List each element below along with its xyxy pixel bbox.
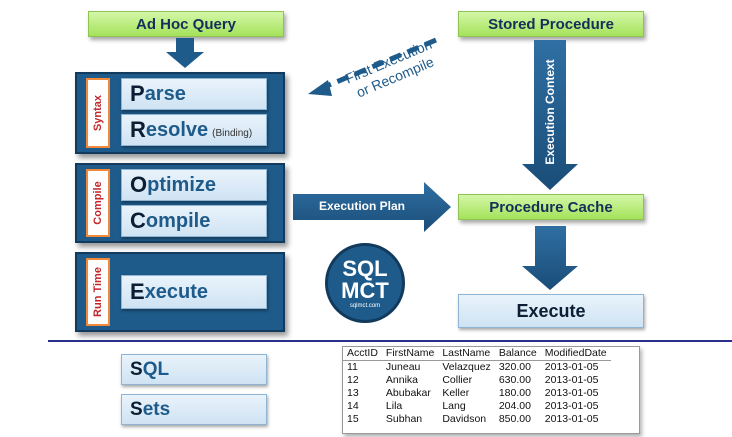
first-execution-dashed-arrow xyxy=(321,37,437,91)
table-cell: 320.00 xyxy=(498,361,531,373)
logo-line2: MCT xyxy=(341,278,389,303)
adhoc-down-arrow xyxy=(166,38,204,68)
table-row: 12 Annika Collier 630.00 2013-01-05 xyxy=(343,374,611,387)
table-cell: 2013-01-05 xyxy=(544,413,599,425)
table-cell: Annika xyxy=(385,374,419,386)
table-cell: Abubakar xyxy=(385,387,431,399)
table-cell: 2013-01-05 xyxy=(544,400,599,412)
syntax-tab: Syntax xyxy=(86,78,110,148)
table-cell: 2013-01-05 xyxy=(544,361,599,373)
column-header: LastName xyxy=(438,347,495,361)
table-cell: 12 xyxy=(347,374,359,386)
execute-right-label: Execute xyxy=(516,300,586,321)
first-execution-arrowhead xyxy=(308,80,332,96)
sqlmct-logo: SQL MCT sqlmct.com xyxy=(325,243,405,323)
runtime-tab: Run Time xyxy=(86,258,110,326)
table-cell: 630.00 xyxy=(498,374,531,386)
table-row: 13 Abubakar Keller 180.00 2013-01-05 xyxy=(343,387,611,400)
parse-rest: arse xyxy=(144,82,186,105)
sql-initial: S xyxy=(130,358,143,380)
table-cell: Juneau xyxy=(385,361,421,373)
table-cell: 2013-01-05 xyxy=(544,374,599,386)
result-table-body: 11 Juneau Velazquez 320.00 2013-01-05 12 Annik… xyxy=(343,361,611,427)
sets-initial: S xyxy=(130,398,143,420)
sets-rest: ets xyxy=(142,398,171,420)
table-row: 14 Lila Lang 204.00 2013-01-05 xyxy=(343,400,611,413)
column-header: FirstName xyxy=(381,347,439,361)
table-cell: 13 xyxy=(347,387,359,399)
optimize-rest: ptimize xyxy=(147,173,217,196)
compile-tab-label: Compile xyxy=(92,181,104,225)
compile-rest: ompile xyxy=(145,209,211,232)
stored-procedure-header: Stored Procedure xyxy=(458,11,644,37)
table-row: 15 Subhan Davidson 850.00 2013-01-05 xyxy=(343,413,611,426)
execution-context-label: Execution Context xyxy=(543,59,557,165)
table-cell: 204.00 xyxy=(498,400,531,412)
compile-tab: Compile xyxy=(86,169,110,237)
sql-rest: QL xyxy=(142,358,170,380)
compile-initial: C xyxy=(130,208,146,233)
table-cell: 11 xyxy=(347,361,358,373)
resolve-rest: esolve xyxy=(145,118,209,141)
table-cell: 850.00 xyxy=(498,413,531,425)
execute-initial: E xyxy=(130,279,145,304)
table-cell: 15 xyxy=(347,413,359,425)
ad-hoc-query-header: Ad Hoc Query xyxy=(88,11,284,37)
table-cell: Lang xyxy=(442,400,466,412)
logo-line1: SQL xyxy=(342,256,388,281)
parse-initial: P xyxy=(130,81,145,106)
section-divider xyxy=(48,340,732,342)
procedure-cache-box: Procedure Cache xyxy=(458,194,644,220)
resolve-initial: R xyxy=(130,117,146,142)
table-cell: Subhan xyxy=(385,413,423,425)
resolve-binding-note: (Binding) xyxy=(212,127,253,139)
optimize-initial: O xyxy=(130,172,148,197)
table-cell: 2013-01-05 xyxy=(544,387,599,399)
cache-down-arrow xyxy=(522,226,578,290)
execution-context-arrow xyxy=(522,40,578,190)
execute-rest: xecute xyxy=(144,280,209,303)
procedure-cache-title: Procedure Cache xyxy=(489,198,613,216)
syntax-tab-label: Syntax xyxy=(92,94,104,132)
table-cell: 180.00 xyxy=(498,387,531,399)
column-header: ModifiedDate xyxy=(540,347,611,361)
stored-procedure-title: Stored Procedure xyxy=(488,15,614,33)
table-cell: Keller xyxy=(442,387,470,399)
table-cell: Collier xyxy=(442,374,473,386)
runtime-tab-label: Run Time xyxy=(92,267,104,317)
column-header: Balance xyxy=(494,347,541,361)
table-cell: Davidson xyxy=(442,413,487,425)
table-cell: Velazquez xyxy=(442,361,491,373)
execution-plan-label: Execution Plan xyxy=(318,199,406,213)
execution-plan-arrow xyxy=(293,182,451,232)
logo-url: sqlmct.com xyxy=(349,303,381,309)
table-cell: 14 xyxy=(347,400,359,412)
table-cell: Lila xyxy=(385,400,403,412)
column-header: AcctID xyxy=(343,347,382,361)
execute-right-box: Execute xyxy=(458,294,644,328)
table-row: 11 Juneau Velazquez 320.00 2013-01-05 xyxy=(343,361,611,375)
ad-hoc-query-title: Ad Hoc Query xyxy=(135,15,237,33)
